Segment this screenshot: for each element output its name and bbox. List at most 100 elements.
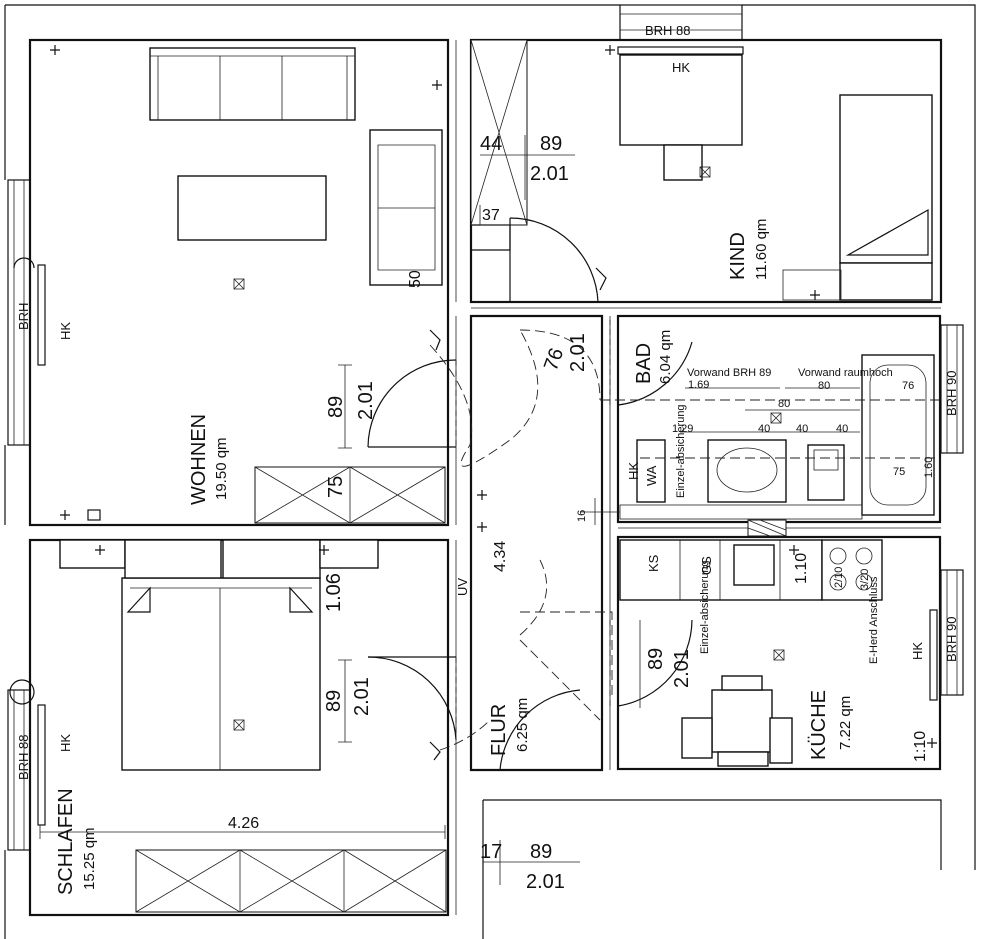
room-area-kind: 11.60 qm bbox=[753, 219, 770, 280]
kind-furniture bbox=[470, 39, 933, 301]
dim-40-c: 40 bbox=[836, 423, 848, 435]
label-vorwand-raum: Vorwand raumhoch bbox=[798, 367, 893, 379]
room-name-kueche: KÜCHE bbox=[808, 690, 830, 760]
label-gs: GS bbox=[699, 556, 714, 575]
room-area-bad: 6.04 qm bbox=[657, 330, 674, 384]
room-area-schlafen: 15.25 qm bbox=[81, 827, 98, 890]
label-hk-kind: HK bbox=[672, 60, 690, 75]
washbasin bbox=[707, 439, 787, 503]
label-hk-wohnen: HK bbox=[58, 322, 73, 340]
washing-machine bbox=[636, 439, 666, 503]
dim-201-kueche: 2.01 bbox=[671, 649, 693, 688]
dim-201-kind: 2.01 bbox=[530, 163, 569, 185]
label-ring-3-20: 3/20 bbox=[859, 569, 871, 590]
room-labels: WOHNEN 19.50 qm KIND 11.60 qm BAD 6.04 q… bbox=[55, 219, 854, 895]
dim-76-tub: 76 bbox=[902, 380, 914, 392]
doors bbox=[367, 217, 693, 771]
dimensions: 44 89 2.01 37 50 89 2.01 75 76 2.01 1.69… bbox=[228, 133, 935, 893]
room-name-wohnen: WOHNEN bbox=[188, 414, 210, 505]
toilet bbox=[807, 444, 845, 501]
windows bbox=[7, 4, 964, 851]
dim-110-a: 1.10 bbox=[793, 553, 810, 584]
bathtub bbox=[861, 354, 935, 516]
label-uv: UV bbox=[455, 578, 470, 596]
label-ring-2-10: 2/10 bbox=[833, 567, 845, 588]
room-area-kueche: 7.22 qm bbox=[837, 696, 854, 750]
label-brh90-kueche: BRH 90 bbox=[944, 616, 959, 662]
room-outline-kueche bbox=[616, 535, 942, 771]
dim-50: 50 bbox=[407, 270, 424, 288]
label-wa: WA bbox=[644, 465, 659, 486]
dim-201-bad: 2.01 bbox=[567, 333, 589, 372]
label-ks: KS bbox=[646, 554, 661, 572]
dim-129: 1.29 bbox=[672, 423, 693, 435]
ceiling-light-icon bbox=[699, 166, 711, 178]
schlafen-furniture bbox=[59, 539, 447, 913]
label-einzel-bad: Einzel-absicherung bbox=[675, 404, 687, 498]
label-e-herd: E-Herd Anschluss bbox=[868, 576, 880, 664]
label-brh88-kind: BRH 88 bbox=[645, 23, 691, 38]
ceiling-light-icon bbox=[770, 412, 782, 424]
stove bbox=[821, 539, 883, 601]
room-name-kind: KIND bbox=[727, 232, 749, 280]
room-name-bad: BAD bbox=[633, 343, 655, 384]
dim-37: 37 bbox=[482, 207, 500, 224]
ceiling-light-icon bbox=[233, 719, 245, 731]
label-hk-bad: HK bbox=[626, 462, 641, 480]
label-vorwand-brh: Vorwand BRH 89 bbox=[687, 367, 771, 379]
switches bbox=[50, 45, 937, 761]
dim-89-kueche: 89 bbox=[645, 648, 667, 670]
dim-89-schlafen: 89 bbox=[323, 690, 345, 712]
desk-chair bbox=[663, 144, 703, 181]
coffee-table bbox=[177, 175, 327, 241]
dim-76-bad: 76 bbox=[540, 345, 568, 373]
tags: HK BRH HK BRH 88 BRH 88 HK BRH 90 BRH 90… bbox=[16, 23, 959, 780]
label-hk-schlafen: HK bbox=[58, 734, 73, 752]
dim-75-bad: 75 bbox=[893, 466, 905, 478]
dining-table bbox=[711, 689, 773, 753]
dim-201-entry: 2.01 bbox=[526, 871, 565, 893]
dim-40-b: 40 bbox=[796, 423, 808, 435]
dim-80-b: 80 bbox=[778, 398, 790, 410]
armchair bbox=[369, 129, 443, 286]
nightstand-left bbox=[59, 539, 126, 569]
dim-106: 1.06 bbox=[323, 573, 345, 612]
label-einzel-kueche: Einzel-absicherung bbox=[699, 560, 711, 654]
dim-75-wohnen: 75 bbox=[325, 476, 347, 498]
dim-80-a: 80 bbox=[818, 380, 830, 392]
dim-40-a: 40 bbox=[758, 423, 770, 435]
dim-201-wohnen: 2.01 bbox=[355, 381, 377, 420]
dim-426: 4.26 bbox=[228, 815, 259, 832]
dim-44: 44 bbox=[480, 133, 502, 155]
dim-169: 1.69 bbox=[688, 379, 709, 391]
kitchen-counter bbox=[619, 539, 823, 601]
wardrobe-schlafen bbox=[135, 849, 447, 913]
electrical-wiring bbox=[429, 329, 940, 751]
room-name-schlafen: SCHLAFEN bbox=[55, 788, 77, 895]
ceiling-light-icon bbox=[233, 278, 245, 290]
nightstand-right bbox=[319, 539, 379, 569]
dim-201-schlafen: 2.01 bbox=[351, 677, 373, 716]
dim-89-kind: 89 bbox=[540, 133, 562, 155]
dim-89-wohnen: 89 bbox=[325, 396, 347, 418]
dim-17: 17 bbox=[480, 841, 502, 863]
kitchen-sink bbox=[733, 544, 775, 586]
label-brh88-schlafen: BRH 88 bbox=[16, 734, 31, 780]
ceiling-light-icon bbox=[773, 649, 785, 661]
kueche-furniture bbox=[619, 539, 883, 767]
dimension-lines bbox=[39, 135, 941, 885]
dim-16: 16 bbox=[576, 510, 588, 522]
wohnen-furniture bbox=[149, 47, 446, 524]
room-area-wohnen: 19.50 qm bbox=[213, 437, 230, 500]
dim-160: 1.60 bbox=[923, 457, 935, 478]
label-hk-kueche: HK bbox=[910, 642, 925, 660]
room-outline-flur bbox=[469, 314, 604, 772]
room-name-flur: FLUR bbox=[488, 704, 510, 756]
sofa bbox=[149, 47, 356, 121]
bad-furniture bbox=[619, 354, 935, 537]
label-brh90-bad: BRH 90 bbox=[944, 370, 959, 416]
double-bed bbox=[121, 577, 321, 771]
room-area-flur: 6.25 qm bbox=[514, 698, 531, 752]
dim-89-entry: 89 bbox=[530, 841, 552, 863]
